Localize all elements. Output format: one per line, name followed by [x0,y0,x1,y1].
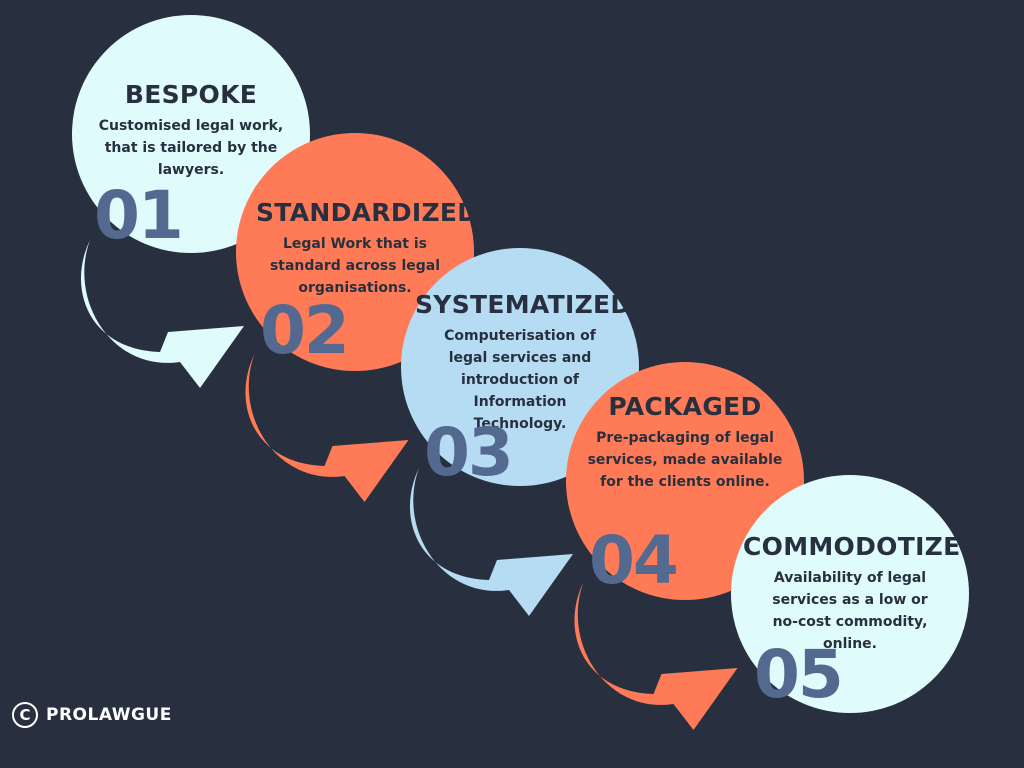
curved-arrow-04-05 [574,582,738,730]
stage-description: Pre-packaging of legal services, made av… [587,430,783,490]
stage-number-5: 05 [754,636,844,713]
stage-description: Customised legal work, that is tailored … [98,118,284,178]
stage-description: Availability of legal services as a low … [772,570,928,652]
brand-name: PROLAWGUE [46,705,172,725]
stage-number-3: 03 [424,414,514,491]
stage-title: STANDARDIZED [256,198,479,227]
copyright-icon: C [12,702,38,728]
stage-3: SYSTEMATIZED Computerisation of legal se… [415,290,632,435]
stage-2: STANDARDIZED Legal Work that is standard… [256,198,479,299]
stage-title: SYSTEMATIZED [415,290,632,319]
curved-arrow-02-03 [245,354,409,502]
curved-arrow-03-04 [409,468,573,616]
stage-number-1: 01 [94,177,184,254]
stage-title: PACKAGED [608,392,762,421]
stage-number-4: 04 [589,522,679,599]
arrow-shape [80,240,244,388]
stage-title: BESPOKE [124,80,258,109]
stage-number-2: 02 [260,292,350,369]
arrow-shape [245,354,409,502]
arrow-shape [409,468,573,616]
brand-logo: C PROLAWGUE [12,702,172,728]
stage-description: Legal Work that is standard across legal… [269,236,441,296]
curved-arrow-01-02 [80,240,244,388]
stage-description: Computerisation of legal services and in… [444,328,596,432]
stage-circle-5 [731,475,969,713]
stage-5: COMMODOTIZED Availability of legal servi… [743,532,982,655]
stage-1: BESPOKE Customised legal work, that is t… [92,80,290,181]
stage-4: PACKAGED Pre-packaging of legal services… [586,392,784,493]
arrow-shape [574,582,738,730]
stage-title: COMMODOTIZED [743,532,982,561]
